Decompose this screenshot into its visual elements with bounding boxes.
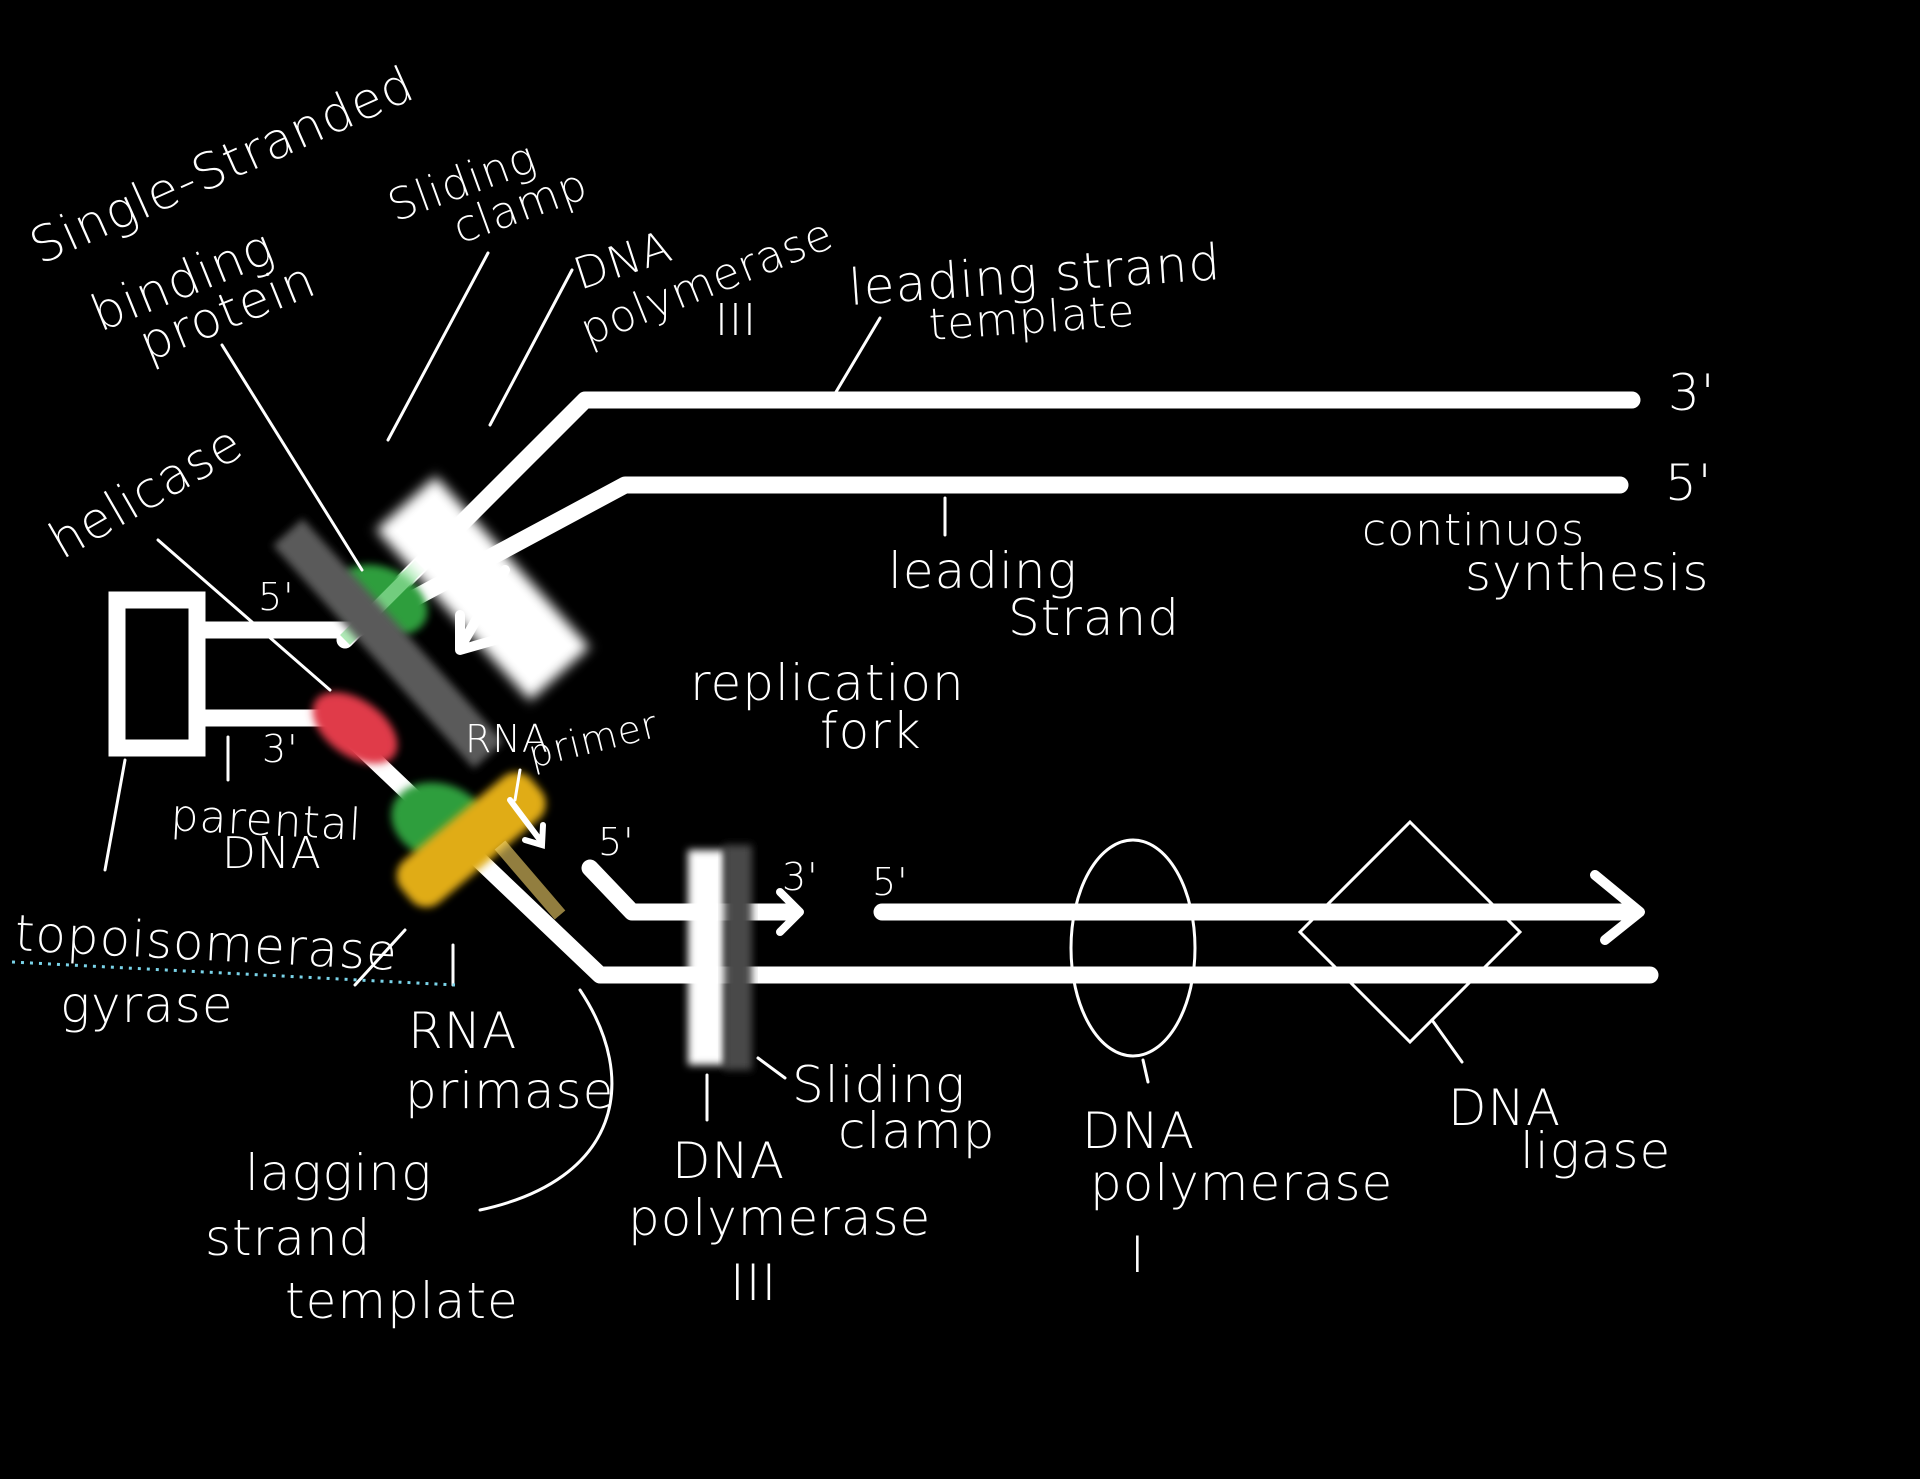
pointer-rna-primer-arrowhead [522, 822, 546, 849]
label-dna-pol3-bottom-2: polymerase [628, 1189, 931, 1247]
lagging-arrowhead [1590, 870, 1645, 945]
pointer-rna-primer-arrow [507, 797, 543, 843]
label-end-fork-3: 3' [262, 727, 299, 771]
label-leading-strand-1: leading [888, 542, 1078, 600]
label-rna-primase-2: primase [405, 1062, 614, 1120]
label-end-fork-5: 5' [258, 575, 295, 619]
pointer-helicase [156, 538, 332, 692]
dna-polymerase-iii-bottom [688, 850, 726, 1065]
label-replication-fork-2: fork [820, 702, 922, 760]
pointer-dna-ligase [1430, 1018, 1464, 1064]
label-end-lag-5a: 5' [598, 820, 635, 864]
pointer-dna-pol1 [1141, 1058, 1150, 1084]
lagging-template-overlay [494, 840, 566, 920]
label-end-top-5: 5' [1665, 454, 1713, 512]
label-sliding-clamp-bottom-1: Sliding [792, 1056, 966, 1114]
label-replication-fork-1: replication [690, 654, 965, 712]
label-lagging-1: lagging [245, 1144, 432, 1202]
pointer-leading-template [834, 316, 882, 394]
label-rna-primer-1: RNA [465, 717, 549, 761]
label-dna-pol3-top-3: III [715, 295, 757, 346]
label-parental-2: DNA [222, 828, 322, 879]
topoisomerase-dotted-line [11, 960, 456, 987]
pointer-lagging-template [478, 988, 614, 1212]
label-rna-primase-1: RNA [408, 1002, 517, 1060]
sliding-clamp-top [273, 518, 504, 769]
label-end-lag-3: 3' [782, 855, 819, 899]
pointer-gyrase [353, 928, 407, 987]
topoisomerase-box [108, 591, 206, 757]
rna-primase-shape [396, 772, 546, 908]
dna-polymerase-iii-top [376, 476, 590, 701]
pointer-sliding-clamp-bottom [756, 1056, 787, 1080]
label-end-top-3: 3' [1668, 364, 1716, 422]
label-dna-pol1-1: DNA [1082, 1102, 1195, 1160]
label-lagging-3: template [285, 1272, 519, 1330]
okazaki-arrowhead [776, 888, 804, 936]
pointer-rna-primer [513, 768, 522, 802]
pointer-dna-pol3-top [488, 268, 574, 427]
pointer-topoisomerase [103, 758, 127, 872]
label-dna-pol1-3: I [1130, 1226, 1146, 1284]
leading-direction-arrow [455, 565, 510, 653]
label-sliding-clamp-bottom-2: clamp [838, 1102, 995, 1160]
label-ligase-2: ligase [1520, 1122, 1671, 1180]
label-dna-pol1-2: polymerase [1090, 1154, 1393, 1212]
pointer-sliding-clamp-top [386, 251, 490, 442]
leading-direction-arrowhead [455, 610, 500, 655]
rna-primer-shape [312, 692, 398, 764]
label-end-lag-5b: 5' [872, 860, 909, 904]
label-gyrase: gyrase [60, 976, 234, 1034]
label-parental-1: parental [169, 790, 363, 851]
label-lagging-2: strand [205, 1209, 371, 1267]
label-continuous-2: synthesis [1465, 544, 1709, 602]
sliding-clamp-bottom [724, 845, 752, 1070]
label-dna-pol3-bottom-3: III [730, 1254, 777, 1312]
label-continuous-1: continuos [1362, 505, 1585, 556]
pointer-ssb [220, 343, 364, 572]
label-dna-pol3-bottom-1: DNA [672, 1132, 785, 1190]
label-leading-strand-2: Strand [1008, 589, 1180, 647]
dna-polymerase-i-shape [1069, 838, 1197, 1058]
label-ligase-1: DNA [1448, 1079, 1561, 1137]
dna-ligase-shape [1297, 819, 1523, 1045]
